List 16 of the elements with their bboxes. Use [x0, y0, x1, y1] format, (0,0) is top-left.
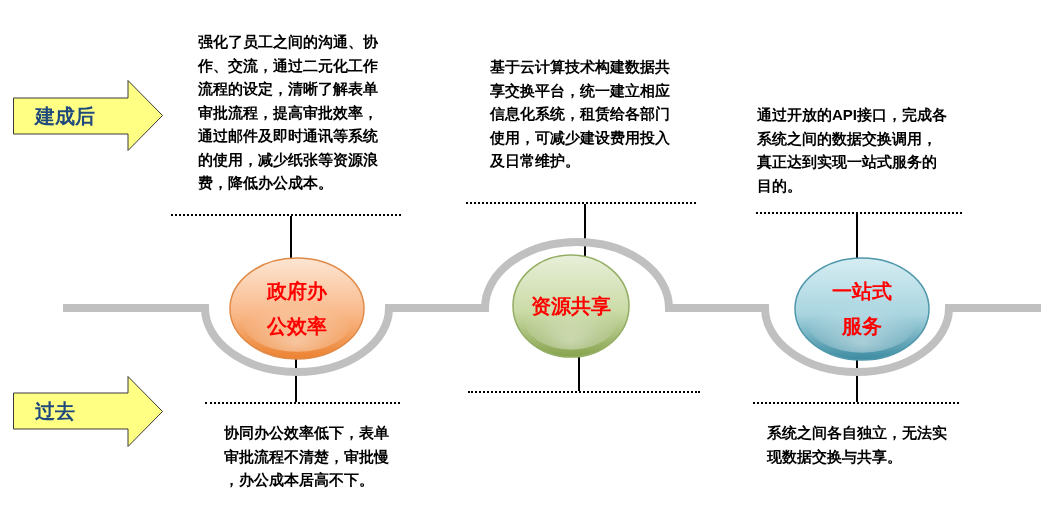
ellipse-label: 一站式服务: [831, 279, 893, 339]
description-text: 强化了员工之间的沟通、协作、交流，通过二元化工作流程的设定，清晰了解表单审批流程，提高审批效率，通过邮件及即时通讯等系统的使用，减少纸张等资源浪费，降低办公成本。: [198, 32, 379, 193]
connector-line: [584, 203, 586, 258]
arrow-label: 建成后: [35, 104, 95, 129]
description-text: 协同办公效率低下，表单审批流程不清楚，审批慢，办公成本居高不下。: [224, 423, 390, 490]
ellipse-label: 政府办公效率: [266, 278, 328, 339]
connector-line: [856, 358, 858, 403]
description-text: 基于云计算技术构建数据共享交换平台，统一建立相应信息化系统，租赁给各部门使用，可减少建设费用投入及日常维护。: [490, 57, 671, 171]
arrow-label: 过去: [35, 399, 75, 424]
connector-line: [295, 358, 297, 403]
connector-line: [856, 213, 858, 260]
description-text: 通过开放的API接口，完成各系统之间的数据交换调用，真正达到实现一站式服务的目的。: [757, 105, 948, 196]
description-text: 系统之间各自独立，无法实现数据交换与共享。: [767, 423, 948, 467]
connector-line: [578, 355, 580, 392]
ellipse-label: 资源共享: [531, 293, 611, 319]
connector-line: [290, 215, 292, 260]
